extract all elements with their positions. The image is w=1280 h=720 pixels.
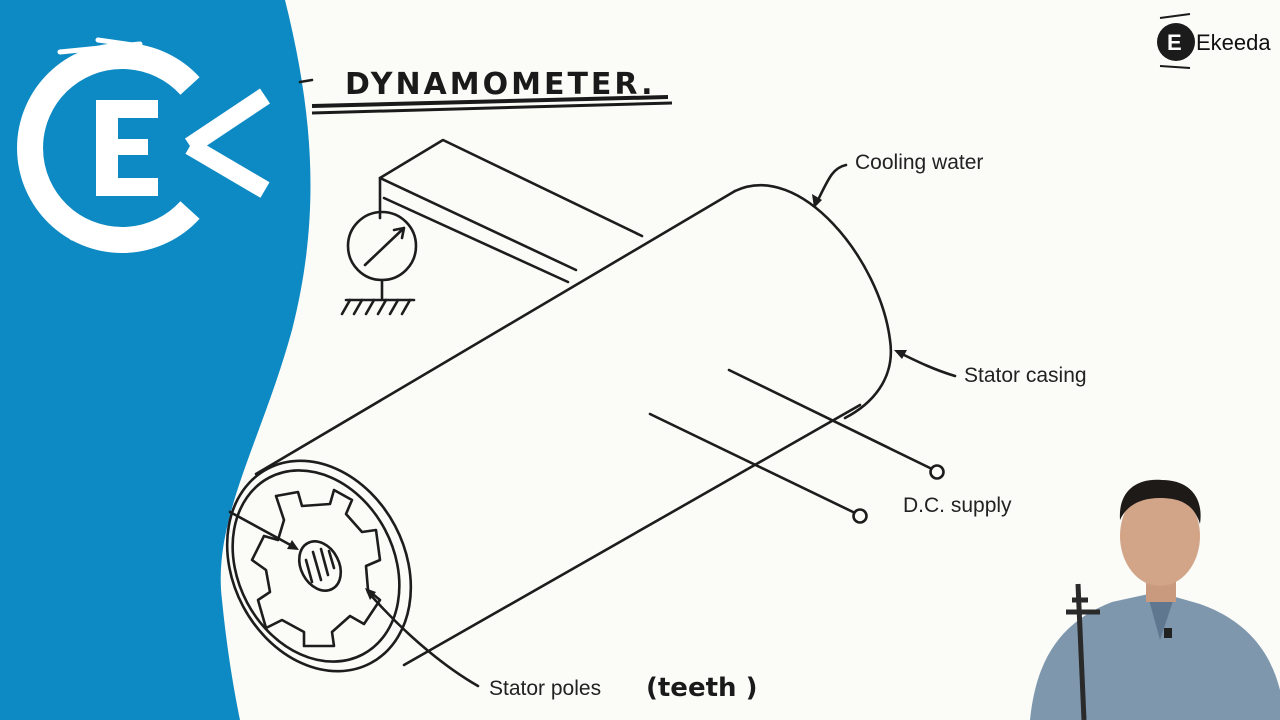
title-text: DYNAMOMETER. [345, 67, 655, 102]
arm-top-edge [378, 138, 644, 238]
logo-e-top [96, 100, 158, 118]
gauge-needle-icon [363, 226, 406, 267]
label-stator-poles: Stator poles [489, 677, 601, 700]
arm-lower-edge [382, 196, 570, 284]
watermark-badge-letter: E [1167, 30, 1182, 55]
dc-supply-leads [648, 368, 945, 524]
dc-lead-lower [648, 412, 855, 514]
logo-ring-icon [17, 43, 200, 253]
cylinder-far-end [733, 183, 893, 420]
leader-arrows [228, 163, 957, 688]
logo-k-icon [185, 88, 270, 198]
logo-e-middle [96, 139, 148, 155]
shaft-hatching-icon [304, 547, 336, 584]
watermark-badge-icon [1157, 23, 1195, 61]
balance-arm-assembly [340, 138, 644, 316]
cylinder-bottom-edge [402, 403, 862, 667]
arm-front-edge [378, 176, 578, 272]
label-stator-casing: Stator casing [964, 364, 1087, 387]
watermark-antenna-icon [1159, 13, 1191, 69]
shaft-leader [228, 510, 298, 550]
cylinder-front-rim [231, 469, 401, 663]
handwritten-teeth-note: (teeth ) [646, 673, 757, 703]
dc-terminal-upper [929, 464, 945, 480]
ground-hatching-icon [340, 298, 412, 316]
cooling-water-arrowhead-icon [812, 194, 822, 208]
presenter [1030, 479, 1280, 720]
ground-line [344, 278, 416, 302]
stator-poles-ring-icon [250, 488, 382, 648]
shaft [297, 540, 343, 592]
label-dc-supply: D.C. supply [903, 494, 1012, 517]
ekeeda-large-logo [17, 37, 270, 253]
title-underline [311, 95, 669, 108]
presenter-collar [1148, 596, 1174, 640]
label-cooling-water: Cooling water [855, 151, 983, 174]
presenter-hair [1119, 479, 1201, 524]
title-leading-dash [298, 78, 314, 84]
ekeeda-watermark: E Ekeeda [1157, 13, 1271, 69]
logo-e-bottom [96, 178, 158, 196]
cylinder-top-edge [254, 189, 737, 476]
cylinder-front-face [225, 459, 413, 673]
diagram-title: DYNAMOMETER. [298, 67, 673, 115]
stator-cylinder [225, 183, 893, 673]
stator-poles-leader [366, 590, 480, 688]
stator-casing-arrowhead-icon [894, 350, 907, 359]
watermark-brand-name: Ekeeda [1196, 30, 1271, 55]
lapel-mic-icon [1164, 628, 1172, 638]
presenter-shirt [1030, 592, 1280, 720]
title-underline-second [311, 101, 673, 115]
mic-stand-icon [1066, 583, 1100, 720]
presenter-face [1120, 486, 1200, 586]
logo-antenna-icon [57, 37, 153, 249]
dc-terminal-lower [852, 508, 868, 524]
dc-lead-upper [727, 368, 932, 470]
shaft-arrowhead-icon [287, 540, 299, 550]
stator-poles-arrowhead-icon [365, 588, 376, 600]
